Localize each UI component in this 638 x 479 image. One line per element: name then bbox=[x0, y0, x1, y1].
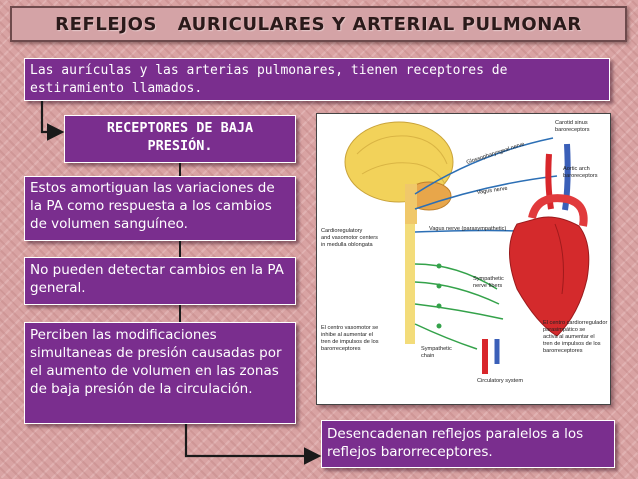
illustration-svg: Carotid sinus baroreceptors Glossopharyn… bbox=[321, 120, 607, 384]
label-glossopharyngeal: Glossopharyngeal nerve bbox=[466, 141, 526, 165]
label-carotid-2: baroreceptors bbox=[555, 127, 590, 133]
label-left-note-3: tren de impulsos de los bbox=[321, 339, 379, 345]
desencadenan-box: Desencadenan reflejos paralelos a los re… bbox=[321, 420, 615, 468]
label-carotid: Carotid sinus bbox=[555, 120, 588, 126]
label-left-note-2: inhibe al aumentar el bbox=[321, 332, 373, 338]
label-right-note-4: tren de impulsos de los bbox=[543, 341, 601, 347]
no-pueden-box: No pueden detectar cambios en la PA gene… bbox=[24, 257, 296, 305]
intro-box: Las aurículas y las arterias pulmonares,… bbox=[24, 58, 610, 101]
receptors-box: RECEPTORES DE BAJA PRESIÓN. bbox=[64, 115, 296, 163]
label-cardio-3: in medulla oblongata bbox=[321, 242, 374, 248]
carotid-artery bbox=[545, 153, 554, 210]
baroreceptor-illustration: Carotid sinus baroreceptors Glossopharyn… bbox=[316, 113, 611, 405]
label-right-note-1: El centro cardiorregulador bbox=[543, 320, 607, 326]
brainstem-shape bbox=[405, 184, 417, 224]
label-aortic-2: baroreceptors bbox=[563, 173, 598, 179]
perciben-box: Perciben las modificaciones simultaneas … bbox=[24, 322, 296, 424]
label-right-note-5: barorreceptores bbox=[543, 348, 583, 354]
label-right-note-3: activa al aumentar el bbox=[543, 334, 595, 340]
title-bar: REFLEJOS AURICULARES Y ARTERIAL PULMONAR bbox=[10, 6, 627, 42]
amortiguan-box: Estos amortiguan las variaciones de la P… bbox=[24, 176, 296, 241]
label-left-note-4: barorreceptores bbox=[321, 346, 361, 352]
heart-shape bbox=[509, 216, 590, 337]
page-title: REFLEJOS AURICULARES Y ARTERIAL PULMONAR bbox=[55, 13, 582, 35]
arrow-perciben-to-desencadenan bbox=[184, 424, 322, 465]
label-sympathetic-1: Sympathetic bbox=[473, 276, 504, 282]
label-left-note-1: El centro vasomotor se bbox=[321, 325, 378, 331]
label-right-note-2: parasimpático se bbox=[543, 327, 585, 333]
label-cardio-1: Cardioregulatory bbox=[321, 228, 363, 234]
label-vagus: Vagus nerve bbox=[476, 186, 508, 196]
label-sympathetic-2: nerve fibers bbox=[473, 283, 502, 289]
label-vagus-parasympathetic: Vagus nerve (parasympathetic) bbox=[429, 226, 506, 232]
label-chain-1: Sympathetic bbox=[421, 346, 452, 352]
spinal-cord bbox=[405, 224, 415, 344]
label-aortic: Aortic arch bbox=[563, 166, 590, 172]
label-chain-2: chain bbox=[421, 353, 434, 359]
arrow-intro-to-receptors bbox=[40, 101, 65, 141]
label-cardio-2: and vasomotor centers bbox=[321, 235, 378, 241]
label-circulatory: Circulatory system bbox=[477, 378, 523, 384]
